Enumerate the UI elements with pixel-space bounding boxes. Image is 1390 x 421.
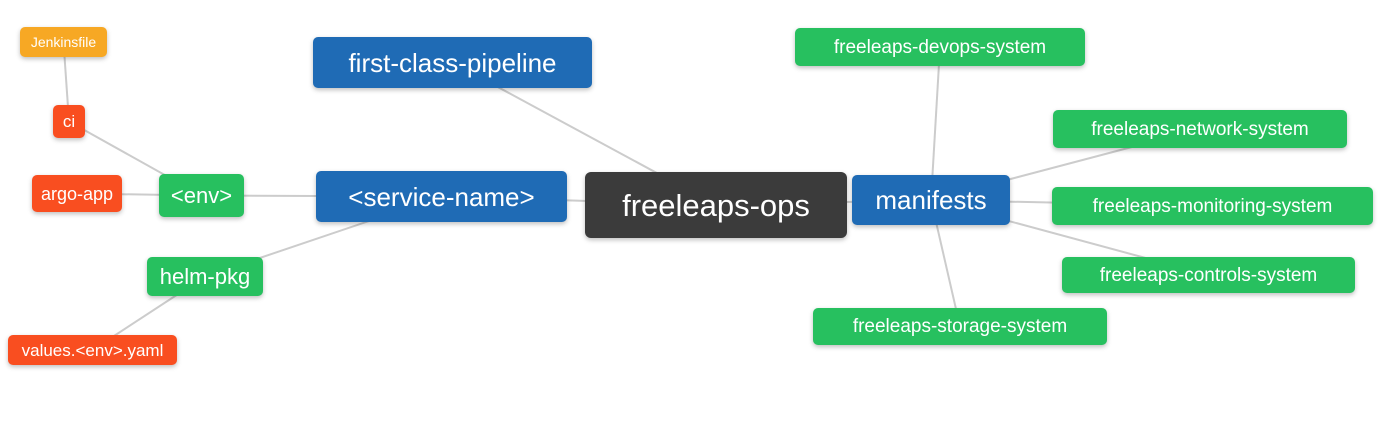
node-freeleaps-storage-system[interactable]: freeleaps-storage-system xyxy=(813,308,1107,345)
node-values-env-yaml[interactable]: values.<env>.yaml xyxy=(8,335,177,365)
node-freeleaps-controls-system[interactable]: freeleaps-controls-system xyxy=(1062,257,1355,293)
node-service-name[interactable]: <service-name> xyxy=(316,171,567,222)
node-helm-pkg[interactable]: helm-pkg xyxy=(147,257,263,296)
node-manifests[interactable]: manifests xyxy=(852,175,1010,225)
node-argo-app[interactable]: argo-app xyxy=(32,175,122,212)
node-jenkinsfile[interactable]: Jenkinsfile xyxy=(20,27,107,57)
node-ci[interactable]: ci xyxy=(53,105,85,138)
node-env[interactable]: <env> xyxy=(159,174,244,217)
edge-manifests-devops xyxy=(930,46,941,201)
node-first-class-pipeline[interactable]: first-class-pipeline xyxy=(313,37,592,88)
node-freeleaps-network-system[interactable]: freeleaps-network-system xyxy=(1053,110,1347,148)
node-freeleaps-monitoring-system[interactable]: freeleaps-monitoring-system xyxy=(1052,187,1373,225)
node-freeleaps-ops-root[interactable]: freeleaps-ops xyxy=(585,172,847,238)
node-freeleaps-devops-system[interactable]: freeleaps-devops-system xyxy=(795,28,1085,66)
